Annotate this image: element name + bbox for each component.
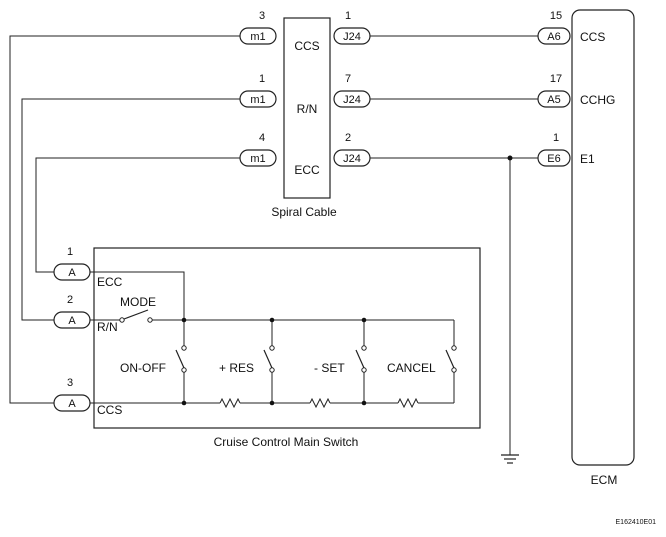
svg-text:A: A [68, 398, 76, 410]
wire-ccs [9, 35, 540, 404]
j24-connector-row1: J24 1 [333, 10, 371, 45]
svg-text:m1: m1 [250, 94, 265, 106]
set-switch-label: - SET [314, 361, 345, 375]
ecm-label: ECM [591, 473, 618, 487]
ecm-terminal-a5: A5 17 CCHG [537, 73, 615, 108]
svg-text:3: 3 [259, 10, 265, 22]
main-switch-box [93, 247, 481, 429]
junction-dots [181, 317, 367, 406]
res-switch-label: + RES [219, 361, 254, 375]
onoff-switch [175, 345, 187, 373]
internal-ecc-line [90, 271, 185, 320]
j24-connector-row3: J24 2 [333, 132, 371, 167]
svg-text:15: 15 [550, 10, 562, 22]
svg-text:1: 1 [67, 246, 73, 258]
resistor-3 [397, 397, 419, 409]
terminal-rn-label: R/N [97, 320, 118, 334]
svg-text:A5: A5 [547, 94, 560, 106]
j24-connector-row2: J24 7 [333, 73, 371, 108]
ecm-terminal-e6: E6 1 E1 [537, 132, 595, 167]
resistor-2 [309, 397, 331, 409]
cancel-switch [445, 345, 457, 373]
svg-text:E6: E6 [547, 153, 560, 165]
svg-text:1: 1 [259, 73, 265, 85]
svg-text:7: 7 [345, 73, 351, 85]
terminal-ecc-label: ECC [97, 275, 123, 289]
resistor-1 [219, 397, 241, 409]
ground-icon [501, 454, 519, 464]
switch-connector-pin2: A 2 [53, 294, 91, 329]
onoff-switch-label: ON-OFF [120, 361, 166, 375]
main-switch-label: Cruise Control Main Switch [214, 435, 359, 449]
svg-text:J24: J24 [343, 31, 361, 43]
ecm-box [571, 9, 635, 466]
figure-id: E162410E01 [616, 519, 657, 526]
wire-rn [21, 98, 540, 321]
mode-switch [119, 309, 153, 323]
mode-switch-label: MODE [120, 295, 156, 309]
svg-text:CCHG: CCHG [580, 93, 615, 107]
res-switch [263, 345, 275, 373]
cancel-switch-label: CANCEL [387, 361, 436, 375]
spiral-cable-box [283, 17, 331, 199]
svg-text:2: 2 [345, 132, 351, 144]
svg-text:3: 3 [67, 377, 73, 389]
ecm-terminal-a6: A6 15 CCS [537, 10, 605, 45]
svg-text:J24: J24 [343, 94, 361, 106]
svg-text:CCS: CCS [580, 30, 605, 44]
switch-connector-pin1: A 1 [53, 246, 91, 281]
svg-text:4: 4 [259, 132, 265, 144]
m1-connector-row1: m1 3 [239, 10, 277, 45]
m1-connector-row3: m1 4 [239, 132, 277, 167]
spiral-row3-signal: ECC [294, 163, 320, 177]
terminal-ccs-label: CCS [97, 403, 122, 417]
svg-text:17: 17 [550, 73, 562, 85]
set-switch [355, 345, 367, 373]
svg-text:2: 2 [67, 294, 73, 306]
svg-text:1: 1 [553, 132, 559, 144]
spiral-row2-signal: R/N [297, 102, 318, 116]
svg-text:A: A [68, 315, 76, 327]
svg-text:E1: E1 [580, 152, 595, 166]
svg-text:m1: m1 [250, 153, 265, 165]
svg-text:J24: J24 [343, 153, 361, 165]
m1-connector-row2: m1 1 [239, 73, 277, 108]
switch-connector-pin3: A 3 [53, 377, 91, 412]
svg-text:A: A [68, 267, 76, 279]
svg-text:1: 1 [345, 10, 351, 22]
svg-text:m1: m1 [250, 31, 265, 43]
spiral-cable-label: Spiral Cable [271, 205, 337, 219]
svg-text:A6: A6 [547, 31, 560, 43]
spiral-row1-signal: CCS [294, 39, 319, 53]
splice-point [507, 155, 513, 161]
